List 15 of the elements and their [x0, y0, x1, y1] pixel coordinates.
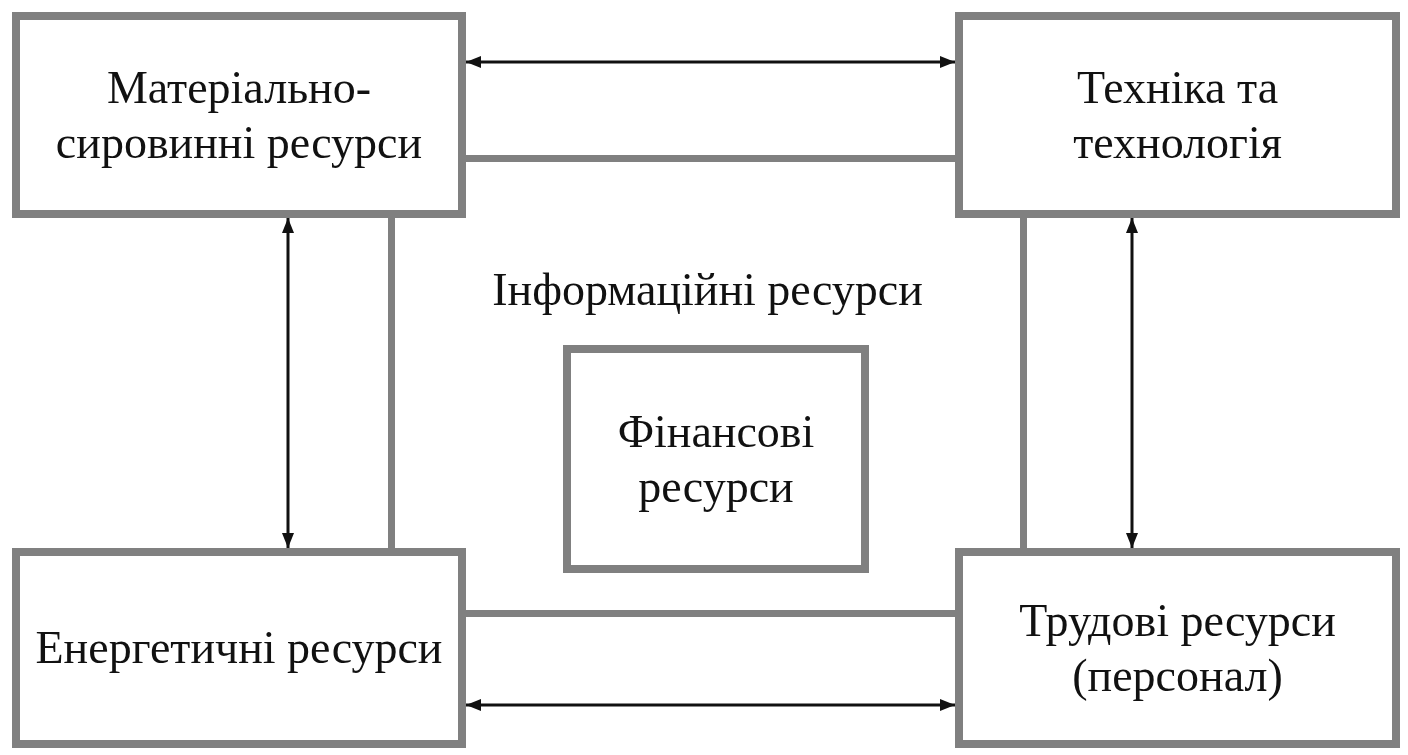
double-arrow [1126, 218, 1138, 548]
double-arrow [282, 218, 294, 548]
box-label: Фінансові ресурси [616, 404, 816, 514]
box-label: Енергетичні ресурси [34, 621, 444, 676]
double-arrow [466, 56, 955, 68]
process-box [563, 345, 869, 573]
process-box [955, 548, 1400, 748]
process-box [955, 12, 1400, 218]
frame-label: Інформаційні ресурси [492, 263, 923, 317]
box-label: Трудові ресурси (персонал) [1018, 593, 1337, 703]
process-box [12, 548, 466, 748]
double-arrow [466, 699, 955, 711]
box-label: Техніка та технологія [1072, 60, 1283, 170]
process-box [12, 12, 466, 218]
box-label: Матеріально-сировинні ресурси [54, 60, 424, 170]
